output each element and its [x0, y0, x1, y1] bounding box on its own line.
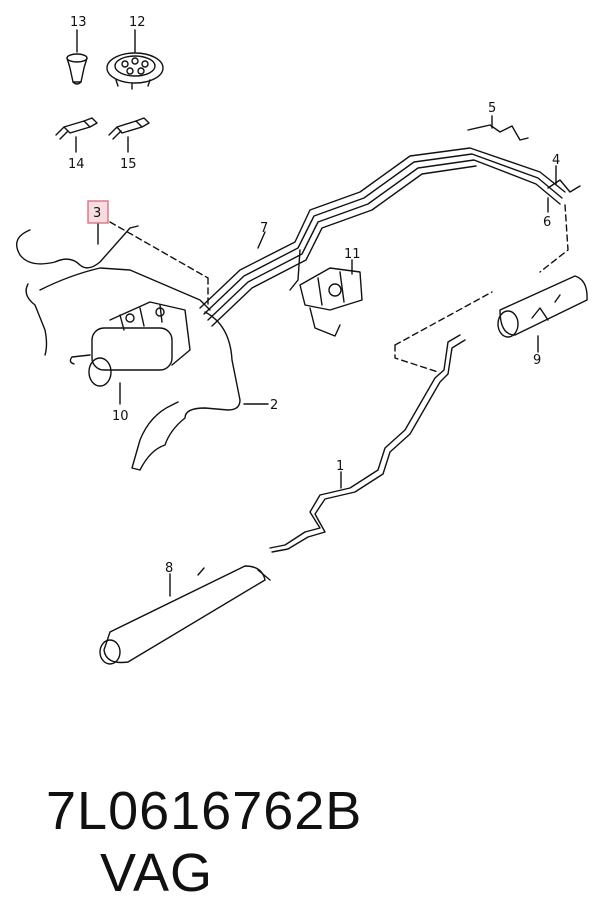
- hose-3: [16, 225, 211, 356]
- valve-11: [299, 267, 363, 337]
- footer: 7L0616762B VAG: [14, 718, 362, 903]
- callout-2: 2: [270, 398, 278, 413]
- pipe-1: [269, 334, 466, 553]
- callout-4: 4: [552, 153, 560, 168]
- highlight-box-3: [87, 200, 109, 224]
- part-number: 7L0616762B: [46, 781, 363, 841]
- callout-1: 1: [336, 459, 344, 474]
- callout-6: 6: [543, 215, 551, 230]
- callout-14: 14: [68, 157, 85, 172]
- fitting-5: [467, 124, 529, 141]
- grommet-12: [106, 52, 164, 90]
- callout-11: 11: [344, 247, 361, 262]
- callout-13: 13: [70, 15, 87, 30]
- callout-7: 7: [260, 221, 268, 236]
- connector-15: [108, 117, 150, 140]
- hose-2: [131, 311, 241, 471]
- connector-14: [55, 117, 98, 140]
- callout-15: 15: [120, 157, 137, 172]
- canister-9: [497, 275, 588, 338]
- callout-10: 10: [112, 409, 129, 424]
- callout-8: 8: [165, 561, 173, 576]
- canister-8: [99, 565, 271, 665]
- pump-10: [69, 301, 191, 387]
- callout-9: 9: [533, 353, 541, 368]
- plug-13: [66, 53, 88, 85]
- brand-label: VAG: [100, 843, 214, 903]
- callout-5: 5: [488, 101, 496, 116]
- fitting-4: [547, 179, 581, 193]
- callout-12: 12: [129, 15, 146, 30]
- callout-3: 3: [93, 206, 101, 221]
- pipes-7: [199, 147, 566, 327]
- parts-diagram: 13 12 14 15 3 7 11 5 4 6 10 2 9 1 8: [16, 15, 588, 665]
